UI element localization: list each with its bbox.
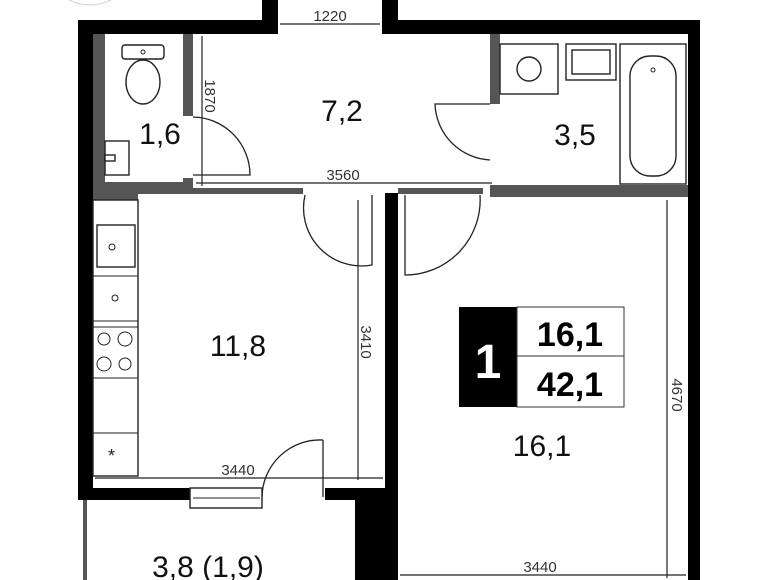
area-hall: 7,2 <box>321 95 363 128</box>
washing-machine <box>499 43 559 95</box>
kitchen-counter: * <box>92 199 139 477</box>
doors <box>189 103 491 509</box>
area-bathroom: 3,5 <box>554 119 596 152</box>
dim-hall-width: 3560 <box>326 167 359 184</box>
area-toilet: 1,6 <box>139 118 181 151</box>
compass-icon <box>68 0 112 6</box>
total-area: 42,1 <box>537 366 603 404</box>
outer-walls <box>78 0 700 580</box>
inner-walls <box>83 34 688 580</box>
svg-text:*: * <box>108 446 115 466</box>
summary-badge: 1 16,1 42,1 <box>459 306 625 408</box>
bathtub <box>619 43 687 185</box>
dim-room-width: 3440 <box>523 559 556 576</box>
bathroom-sink <box>565 43 617 81</box>
dimension-lines <box>95 23 686 578</box>
rooms-count: 1 <box>475 336 502 389</box>
dim-room-height: 4670 <box>668 378 685 411</box>
area-kitchen: 11,8 <box>210 330 266 363</box>
dim-hall-height: 1870 <box>201 79 218 112</box>
living-area: 16,1 <box>537 316 603 354</box>
area-room: 16,1 <box>513 430 571 463</box>
toilet-sink <box>104 140 130 176</box>
dim-kitchen-width: 3440 <box>221 462 254 479</box>
toilet-fixture <box>121 44 165 105</box>
dim-kitchen-height: 3410 <box>357 325 374 358</box>
area-balcony: 3,8 (1,9) <box>152 551 264 580</box>
dim-entrance-width: 1220 <box>313 8 346 25</box>
